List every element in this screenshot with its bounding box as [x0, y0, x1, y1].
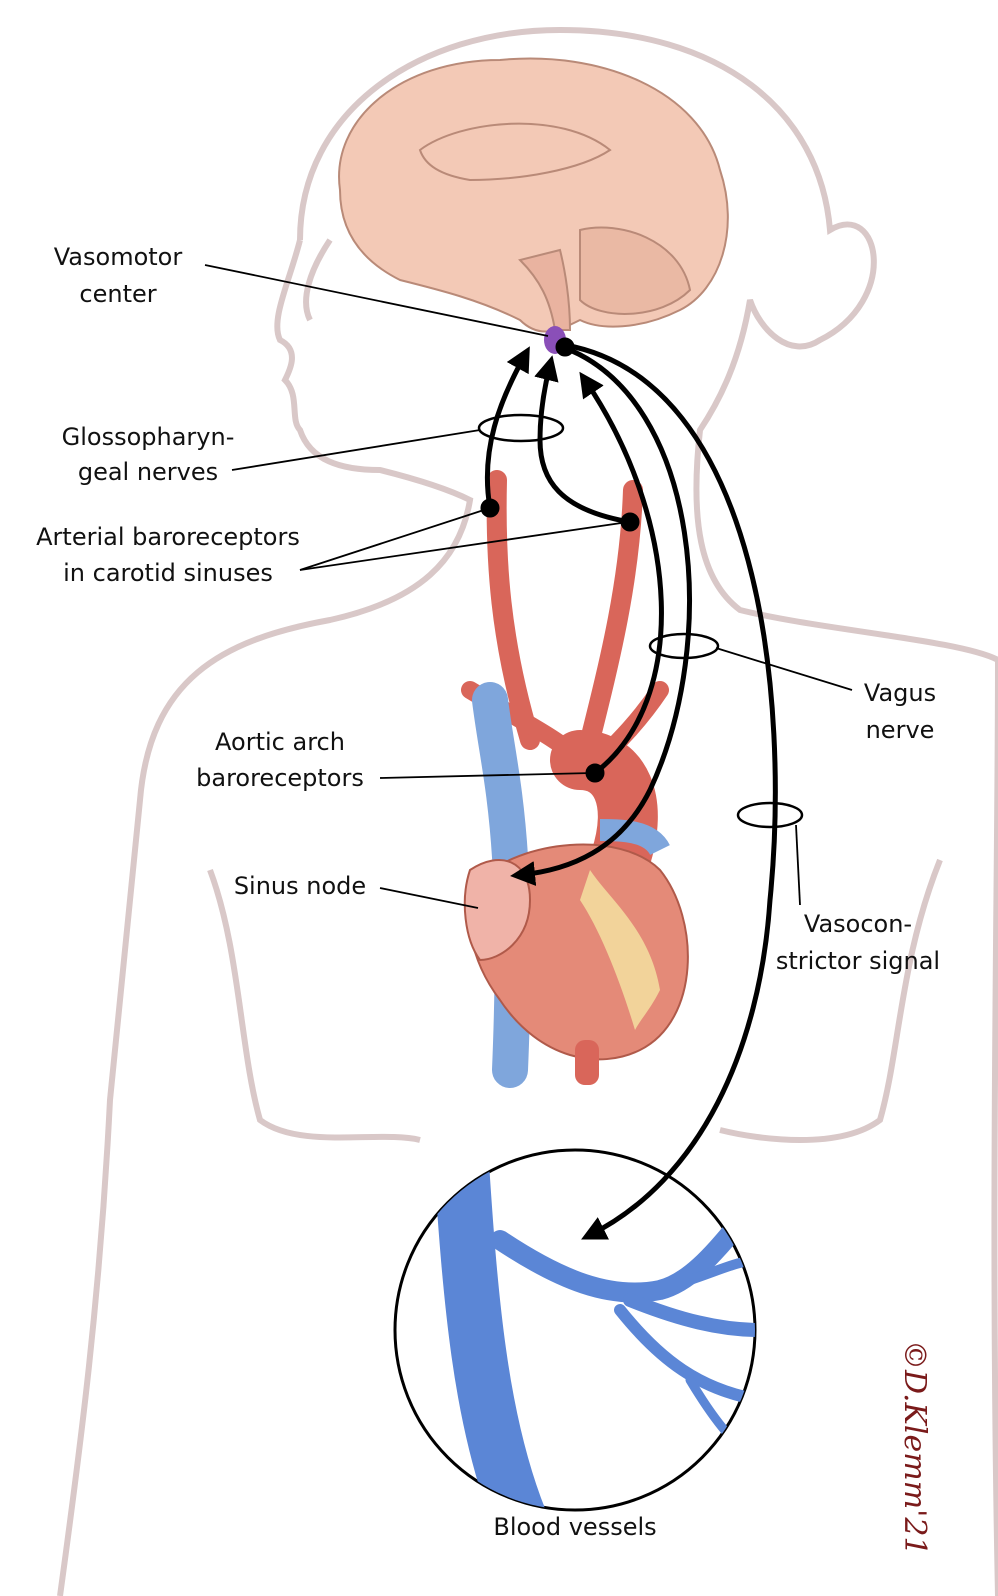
heart-illustration [463, 819, 689, 1085]
glossopharyngeal-bundle-marker [477, 413, 565, 443]
blood-vessels-inset [393, 1148, 757, 1512]
label-glossopharyngeal: geal nerves [78, 458, 218, 486]
label-aortic-arch: Aortic arch [215, 728, 345, 756]
label-glossopharyngeal: Glossopharyn- [62, 423, 235, 451]
label-aortic-arch: baroreceptors [196, 764, 364, 792]
label-vagus-nerve: nerve [866, 716, 935, 744]
artist-signature: ©D.Klemm'21 [897, 1340, 932, 1556]
label-vasomotor-center: Vasomotor [54, 243, 183, 271]
label-vagus-nerve: Vagus [864, 679, 936, 707]
brain-illustration [338, 57, 729, 354]
label-vasoconstrictor: strictor signal [776, 947, 940, 975]
leader-lines [204, 264, 853, 909]
label-arterial-baroreceptors: Arterial baroreceptors [36, 523, 300, 551]
nerve-pathways [480, 337, 778, 1240]
label-sinus-node: Sinus node [234, 872, 366, 900]
vasoconstrictor-bundle-marker [736, 801, 804, 829]
vagus-bundle-marker [648, 632, 720, 660]
label-blood-vessels: Blood vessels [493, 1513, 656, 1541]
label-vasoconstrictor: Vasocon- [804, 910, 912, 938]
label-vasomotor-center: center [79, 280, 156, 308]
label-arterial-baroreceptors: in carotid sinuses [63, 559, 273, 587]
